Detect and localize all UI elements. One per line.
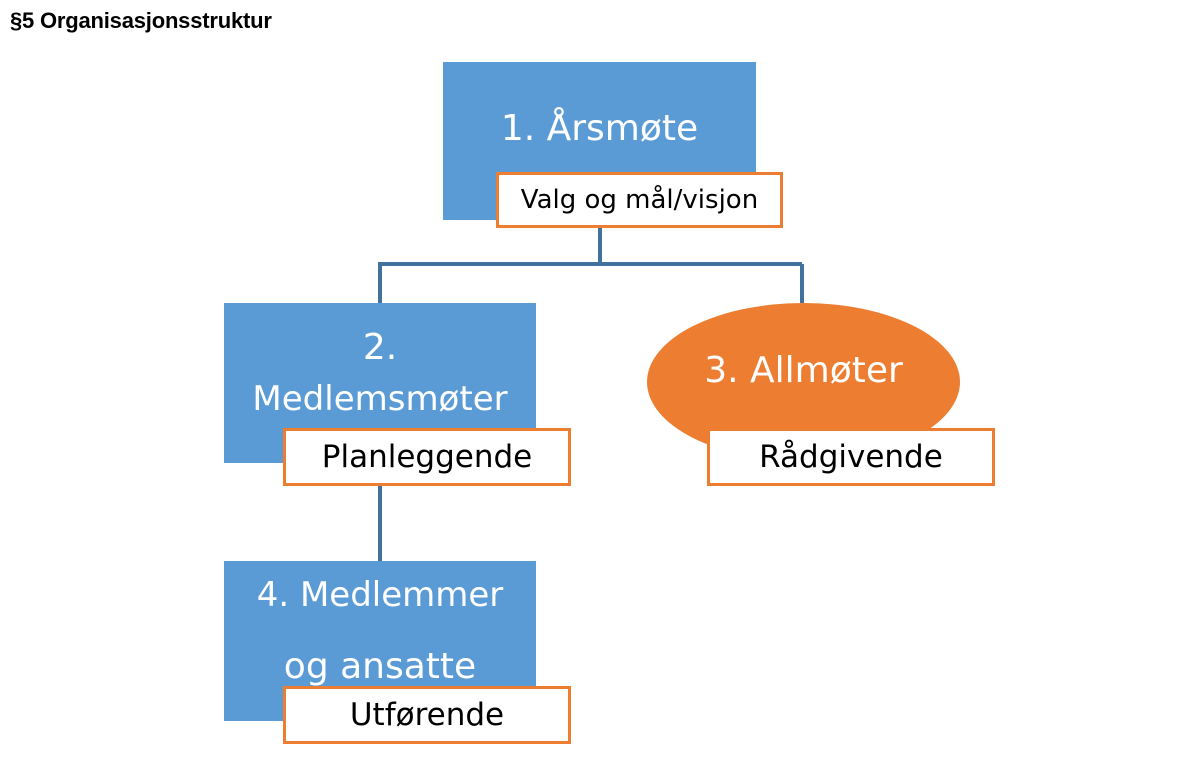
node-medlemmer-label: Utførende <box>283 686 571 744</box>
node-medlemsmoter-label: Planleggende <box>283 428 571 486</box>
node-medlemsmoter-title-line2: Medlemsmøter <box>252 379 508 419</box>
node-medlemmer-title-line1: 4. Medlemmer <box>256 575 504 615</box>
node-allmoter-label: Rådgivende <box>707 428 995 486</box>
page-title: §5 Organisasjonsstruktur <box>10 8 272 33</box>
node-medlemsmoter-title-line1: 2. <box>362 327 398 368</box>
node-arsmote-label: Valg og mål/visjon <box>496 172 783 228</box>
node-allmoter-title: 3. Allmøter <box>704 350 903 391</box>
node-medlemmer-title-line2: og ansatte <box>283 646 477 687</box>
node-arsmote-title: 1. Årsmøte <box>500 108 699 149</box>
